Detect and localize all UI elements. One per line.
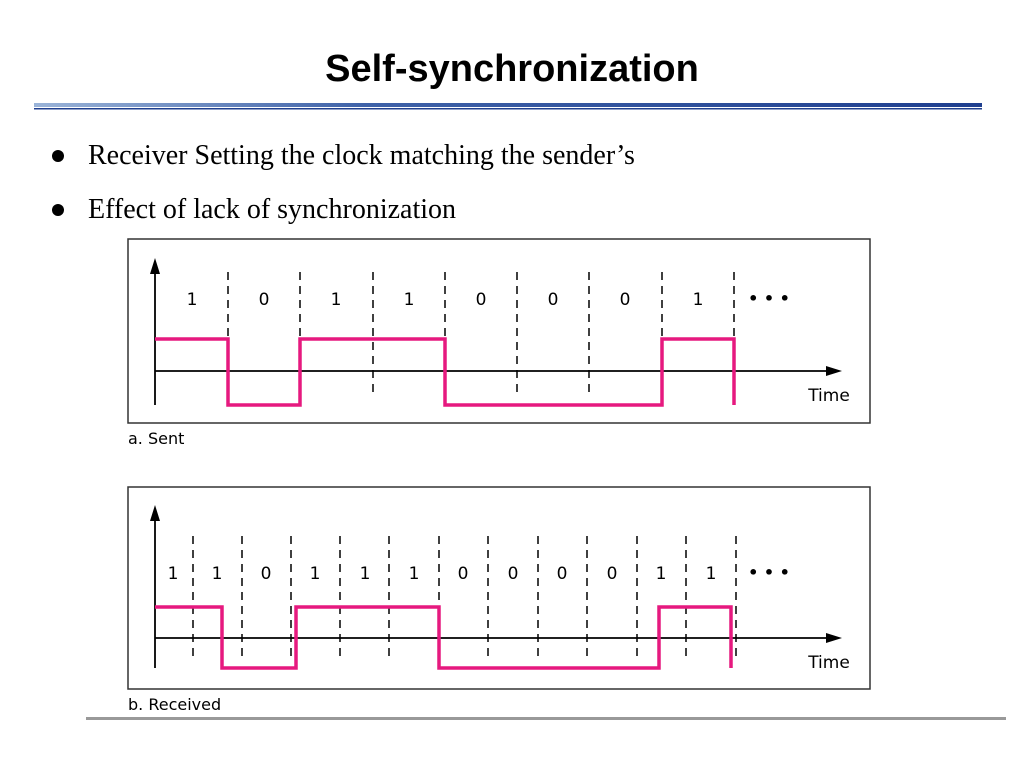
bit-label: 1 bbox=[168, 564, 179, 584]
bit-label: 1 bbox=[409, 564, 420, 584]
ellipsis-label: • • • bbox=[748, 563, 790, 582]
bit-label: 0 bbox=[476, 290, 487, 310]
bit-label: 1 bbox=[331, 290, 342, 310]
y-axis-arrow-icon bbox=[150, 505, 160, 521]
bit-label: 1 bbox=[693, 290, 704, 310]
time-axis-label: Time bbox=[807, 386, 850, 406]
bullet-dot-icon bbox=[52, 150, 64, 162]
bit-label: 1 bbox=[310, 564, 321, 584]
bit-label: 0 bbox=[259, 290, 270, 310]
time-axis-arrow-icon bbox=[826, 366, 842, 376]
bit-label: 0 bbox=[620, 290, 631, 310]
bit-label: 1 bbox=[360, 564, 371, 584]
bit-label: 0 bbox=[607, 564, 618, 584]
footer-rule bbox=[86, 717, 1006, 720]
bit-boundaries bbox=[192, 536, 737, 662]
sent-signal-waveform bbox=[155, 337, 736, 407]
bullet-text: Receiver Setting the clock matching the … bbox=[88, 140, 635, 171]
bit-label: 1 bbox=[212, 564, 223, 584]
panel-caption: a. Sent bbox=[128, 429, 184, 448]
bullet-dot-icon bbox=[52, 204, 64, 216]
ellipsis-label: • • • bbox=[748, 289, 790, 308]
received-signal-waveform bbox=[155, 605, 733, 670]
bit-label: 0 bbox=[508, 564, 519, 584]
bit-label: 0 bbox=[548, 290, 559, 310]
bit-label: 1 bbox=[404, 290, 415, 310]
bit-label: 0 bbox=[261, 564, 272, 584]
bullet-list: Receiver Setting the clock matching the … bbox=[48, 136, 635, 244]
time-axis-arrow-icon bbox=[826, 633, 842, 643]
bit-label: 0 bbox=[557, 564, 568, 584]
panel-sent: 1 0 1 1 0 0 0 1 • • • Time a. Sent bbox=[127, 238, 871, 448]
panel-caption: b. Received bbox=[128, 695, 221, 714]
bullet-item: Receiver Setting the clock matching the … bbox=[48, 136, 635, 190]
title-underline bbox=[34, 103, 982, 110]
time-axis-label: Time bbox=[807, 653, 850, 673]
bullet-item: Effect of lack of synchronization bbox=[48, 190, 635, 244]
bit-label: 1 bbox=[706, 564, 717, 584]
panel-received: 1 1 0 1 1 1 0 0 0 0 1 1 • • • Time b. Re… bbox=[127, 486, 871, 714]
bullet-text: Effect of lack of synchronization bbox=[88, 194, 457, 225]
panel-frame bbox=[127, 238, 871, 424]
y-axis-arrow-icon bbox=[150, 258, 160, 274]
slide-title: Self-synchronization bbox=[325, 48, 699, 90]
panel-frame bbox=[127, 486, 871, 690]
bit-label: 1 bbox=[656, 564, 667, 584]
bit-label: 1 bbox=[187, 290, 198, 310]
bit-label: 0 bbox=[458, 564, 469, 584]
